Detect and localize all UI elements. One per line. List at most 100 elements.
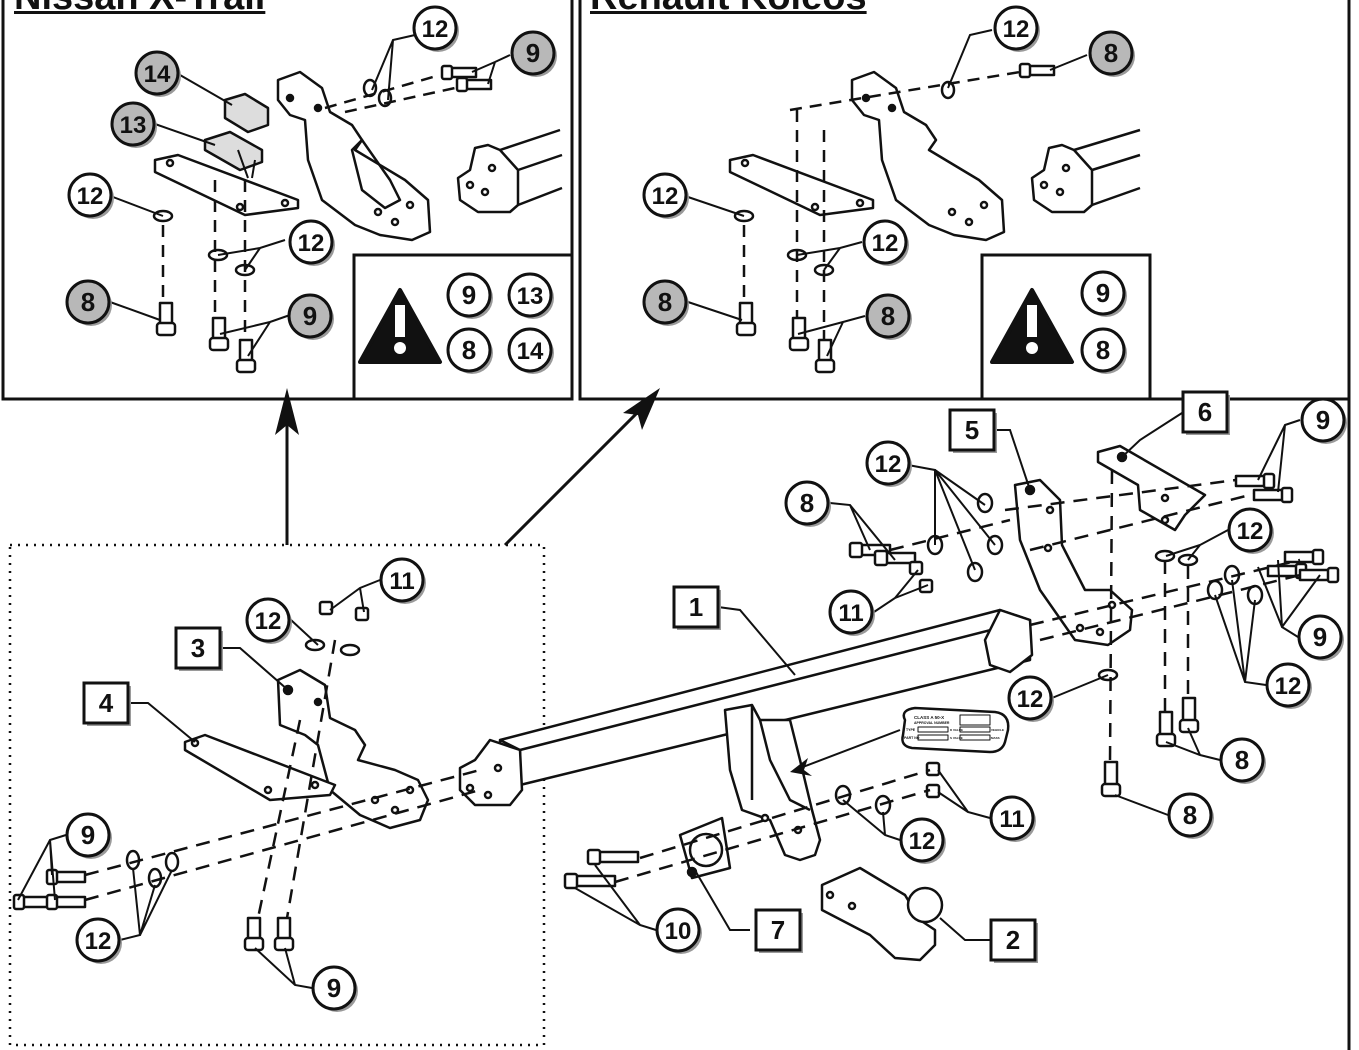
callout-number: 8	[1183, 800, 1197, 830]
part-callout-11: 11	[379, 557, 426, 604]
callout-number: 12	[1003, 16, 1030, 43]
callout-number: 12	[1275, 673, 1302, 700]
main-assembly: CLASS A 50-X APPROVAL NUMBER TYPE PART N…	[12, 444, 1340, 962]
callout-number: 12	[1237, 518, 1264, 545]
callout-number: 12	[875, 451, 902, 478]
callout-number: 12	[872, 230, 899, 257]
part-callout-8: 8	[784, 480, 831, 527]
callout-number: 3	[191, 633, 205, 663]
plate-pointer-arrow	[794, 729, 901, 771]
mounting-plate	[153, 153, 300, 217]
dashed-assembly-lines	[161, 73, 456, 340]
renault-koleos-title: Renault Koleos	[590, 0, 867, 16]
callout-number: 14	[144, 61, 171, 88]
plate-d-value: D VALUE	[950, 728, 963, 732]
approval-plate: CLASS A 50-X APPROVAL NUMBER TYPE PART N…	[901, 706, 1010, 754]
callout-number: 12	[909, 828, 936, 855]
renault-inset-frame	[578, 0, 1351, 401]
mounting-plate	[728, 153, 875, 217]
part-callout-12: 12	[1265, 662, 1312, 709]
plate-s-value: S VALUE	[950, 736, 963, 740]
callout-number: 12	[77, 183, 104, 210]
callout-number: 12	[1017, 686, 1044, 713]
clip-nut-13	[203, 130, 264, 172]
part-callout-9: 9	[287, 293, 334, 340]
callout-number: 11	[999, 806, 1024, 833]
chassis-rail-end	[1030, 143, 1094, 214]
part-callout-12: 12	[75, 917, 122, 964]
part-callout-14: 14	[134, 50, 181, 97]
part-callout-9: 9	[65, 812, 112, 859]
part-callout-8: 8	[446, 327, 493, 374]
plate-part-no: PART NO	[904, 736, 920, 740]
callout-number: 9	[1313, 622, 1327, 652]
callout-number: 1	[689, 592, 703, 622]
part-box-5: 5	[948, 408, 997, 453]
plate-type: TYPE	[906, 728, 916, 732]
side-bracket-inner	[350, 138, 402, 210]
part-callout-9: 9	[510, 30, 557, 77]
left-rail-end	[458, 738, 524, 807]
plate-approval: APPROVAL NUMBER	[914, 721, 950, 725]
callout-number: 9	[1096, 278, 1110, 308]
nissan-inset-parts	[152, 64, 563, 374]
part-callout-12: 12	[412, 5, 459, 52]
part-callout-12: 12	[288, 219, 335, 266]
part-callout-11: 11	[989, 795, 1036, 842]
center-drop-bracket	[723, 703, 822, 862]
part-callout-12: 12	[865, 440, 912, 487]
plate-mass: MASS	[991, 736, 1000, 740]
callout-number: 8	[462, 335, 476, 365]
part-callout-13: 13	[110, 101, 157, 148]
part-callout-12: 12	[899, 817, 946, 864]
callout-number: 4	[99, 688, 114, 718]
part-callout-13: 13	[507, 272, 554, 319]
part-callout-12: 12	[993, 5, 1040, 52]
callout-number: 9	[327, 973, 341, 1003]
part-callout-8: 8	[642, 279, 689, 326]
callout-number: 11	[389, 568, 414, 595]
part-callout-9: 9	[1300, 397, 1347, 444]
left-mounting-plate	[183, 733, 337, 802]
callout-number: 9	[462, 280, 476, 310]
callout-number: 9	[81, 820, 95, 850]
socket-plate	[678, 816, 732, 880]
part-callout-8: 8	[1167, 792, 1214, 839]
part-callout-12: 12	[67, 172, 114, 219]
side-bracket	[850, 70, 1006, 242]
part-callout-12: 12	[862, 219, 909, 266]
warning-icons	[358, 288, 1074, 364]
plate-vehicle: VEHICLE	[991, 728, 1004, 732]
renault-inset-parts	[728, 62, 1141, 374]
callout-number: 8	[881, 301, 895, 331]
hardware	[12, 472, 1340, 952]
callout-number: 6	[1198, 397, 1212, 427]
part-callout-14: 14	[507, 327, 554, 374]
dashed-assembly-lines	[84, 469, 1301, 919]
part-callout-8: 8	[1080, 327, 1127, 374]
callout-number: 8	[800, 488, 814, 518]
callout-number: 12	[255, 608, 282, 635]
callout-number: 12	[422, 16, 449, 43]
reference-arrows	[275, 388, 660, 547]
callout-number: 8	[81, 287, 95, 317]
part-callout-8: 8	[865, 293, 912, 340]
tow-ball-neck	[820, 866, 937, 962]
callout-number: 8	[658, 287, 672, 317]
callout-number: 12	[85, 928, 112, 955]
part-callout-8: 8	[1219, 737, 1266, 784]
left-side-bracket	[276, 668, 430, 830]
part-callout-12: 12	[245, 597, 292, 644]
callout-number: 9	[1316, 405, 1330, 435]
part-callout-10: 10	[655, 907, 702, 954]
callout-number: 14	[517, 338, 544, 365]
callout-number: 9	[303, 301, 317, 331]
warning-icon	[358, 288, 442, 364]
clip-nut-14	[223, 92, 270, 134]
part-box-3: 3	[174, 626, 223, 671]
part-box-6: 6	[1181, 390, 1230, 435]
